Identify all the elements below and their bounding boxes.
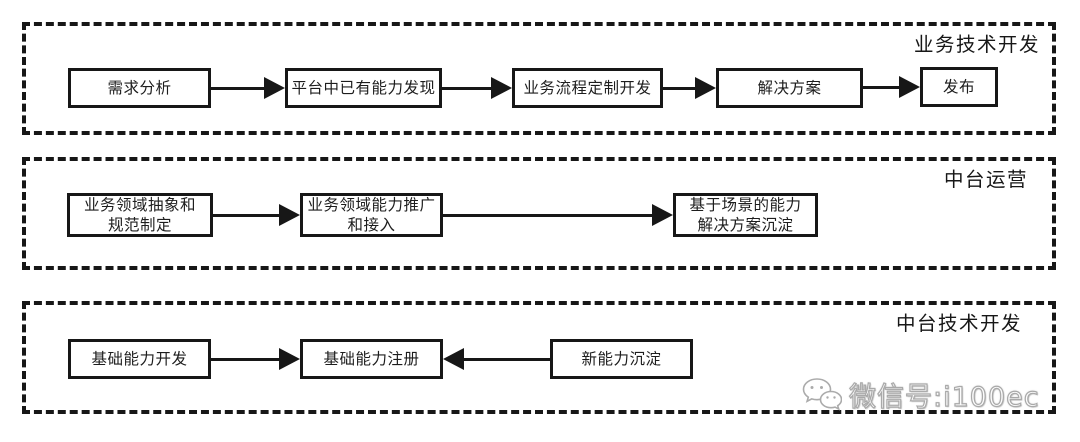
- lane-middle-platform-tech-dev: 中台技术开发: [22, 301, 1056, 414]
- arrowhead-icon: [695, 77, 716, 99]
- arrow-shaft: [442, 86, 495, 90]
- arrow-shaft: [213, 213, 283, 217]
- flow-arrow-right: [213, 204, 300, 226]
- flow-arrow-right: [663, 77, 716, 99]
- flow-node-solution: 解决方案: [716, 68, 863, 108]
- flow-node-base-capability-register: 基础能力注册: [300, 339, 443, 379]
- flow-node-scenario-solution-accumulation: 基于场景的能力 解决方案沉淀: [673, 193, 818, 237]
- flow-arrow-left: [443, 348, 550, 370]
- lane-business-tech-dev: 业务技术开发: [22, 22, 1056, 135]
- arrowhead-icon: [443, 348, 464, 370]
- flow-arrow-right: [211, 77, 285, 99]
- arrowhead-icon: [899, 76, 920, 98]
- flow-arrow-right: [211, 348, 300, 370]
- lane-title-middle-platform-tech-dev: 中台技术开发: [895, 312, 1022, 335]
- arrow-shaft: [211, 86, 268, 90]
- flow-node-release: 发布: [920, 67, 998, 107]
- arrow-shaft: [460, 357, 550, 361]
- flow-arrow-right: [443, 204, 673, 226]
- flow-arrow-right: [442, 77, 512, 99]
- arrowhead-icon: [264, 77, 285, 99]
- flow-node-platform-capability-discovery: 平台中已有能力发现: [285, 68, 442, 108]
- arrow-shaft: [863, 85, 903, 89]
- arrowhead-icon: [491, 77, 512, 99]
- flow-node-business-process-custom-dev: 业务流程定制开发: [512, 68, 663, 108]
- arrow-shaft: [211, 357, 283, 361]
- flow-node-base-capability-dev: 基础能力开发: [68, 339, 211, 379]
- lane-title-business-tech-dev: 业务技术开发: [913, 33, 1040, 56]
- arrow-shaft: [443, 213, 656, 217]
- flow-node-new-capability-accumulation: 新能力沉淀: [550, 339, 693, 379]
- flow-node-requirement-analysis: 需求分析: [68, 68, 211, 108]
- wechat-icon: [802, 378, 842, 411]
- flow-node-domain-capability-promotion: 业务领域能力推广 和接入: [300, 193, 443, 237]
- lane-title-middle-platform-ops: 中台运营: [943, 168, 1028, 191]
- lane-middle-platform-ops: 中台运营: [22, 157, 1056, 270]
- arrow-shaft: [663, 86, 699, 90]
- arrowhead-icon: [652, 204, 673, 226]
- flow-node-domain-abstraction-spec: 业务领域抽象和 规范制定: [67, 193, 213, 237]
- arrowhead-icon: [279, 204, 300, 226]
- arrowhead-icon: [279, 348, 300, 370]
- flow-arrow-right: [863, 76, 920, 98]
- watermark: 微信号:i100ec: [800, 374, 1040, 414]
- watermark-text: 微信号:i100ec: [848, 381, 1040, 413]
